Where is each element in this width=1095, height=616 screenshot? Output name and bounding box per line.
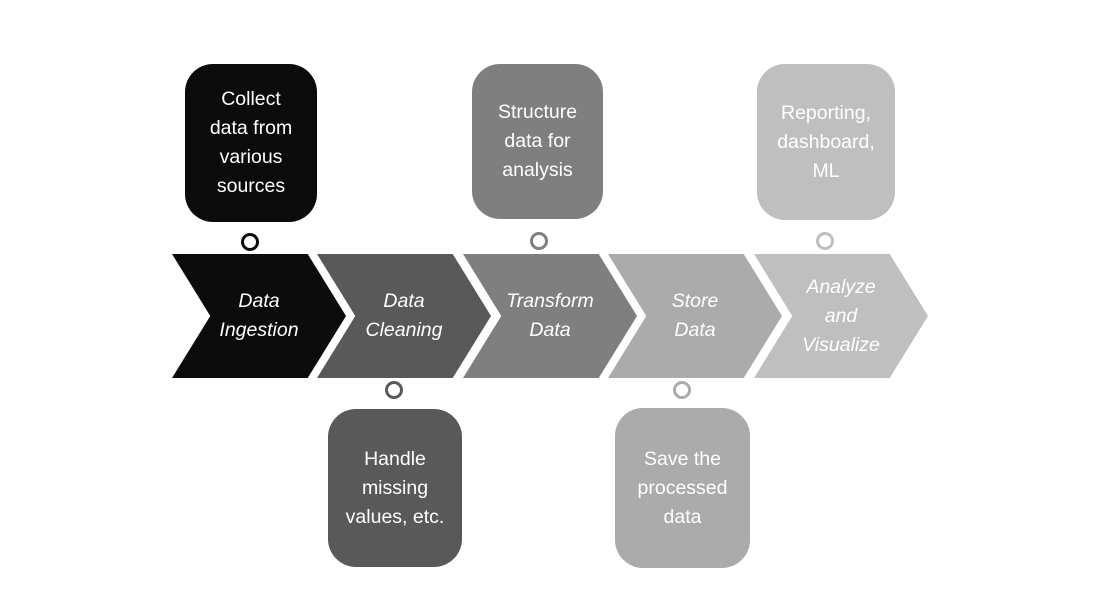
connector-dot-analyze bbox=[816, 232, 834, 250]
step-chevron-data-ingestion: Data Ingestion bbox=[172, 254, 346, 378]
step-label-data-ingestion: Data Ingestion bbox=[219, 290, 299, 341]
callout-reporting-box: Reporting, dashboard, ML bbox=[757, 64, 895, 220]
step-label-analyze-visualize: Analyze and Visualize bbox=[802, 275, 880, 356]
callout-save-data-box: Save the processed data bbox=[615, 408, 750, 568]
callout-handle-missing-text: Handle missing values, etc. bbox=[345, 447, 445, 528]
connector-dot-transform bbox=[530, 232, 548, 250]
connector-dot-ingestion bbox=[241, 233, 259, 251]
callout-structure-data-box: Structure data for analysis bbox=[472, 64, 603, 219]
step-label-store-data: Store Data bbox=[671, 290, 719, 341]
callout-structure-data-text: Structure data for analysis bbox=[497, 101, 578, 181]
callout-collect-data-text: Collect data from various sources bbox=[209, 88, 293, 197]
callout-reporting-text: Reporting, dashboard, ML bbox=[777, 101, 875, 182]
callout-collect-data-box: Collect data from various sources bbox=[185, 64, 317, 222]
connector-dot-cleaning bbox=[385, 381, 403, 399]
step-label-transform-data: Transform Data bbox=[506, 290, 594, 341]
callout-handle-missing-box: Handle missing values, etc. bbox=[328, 409, 462, 567]
connector-dot-store bbox=[673, 381, 691, 399]
step-label-data-cleaning: Data Cleaning bbox=[365, 290, 443, 341]
callout-save-data-text: Save the processed data bbox=[637, 447, 728, 528]
